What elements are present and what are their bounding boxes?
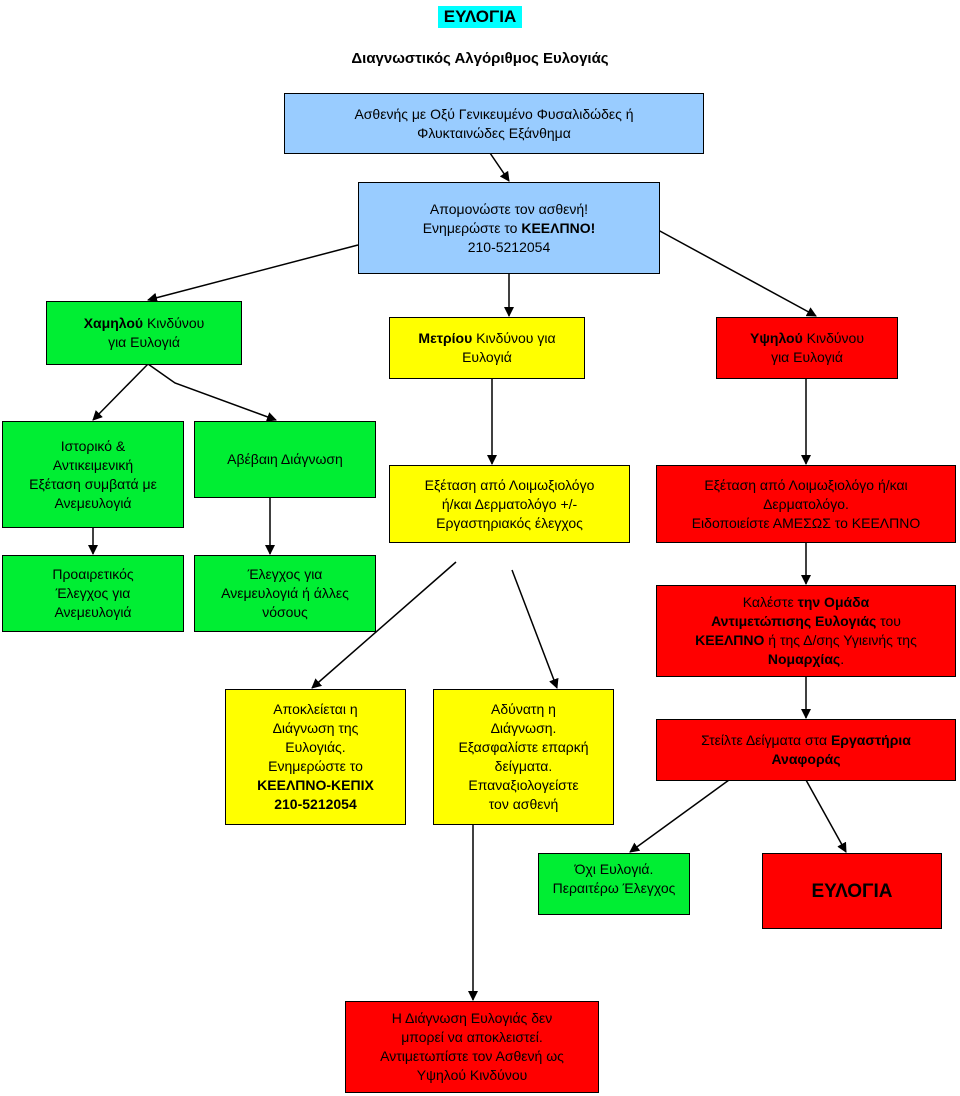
diagram-title: ΕΥΛΟΓΙΑ — [438, 6, 522, 28]
arrow-isolate-to-low — [147, 244, 359, 303]
node-excluded: Αποκλείεται η Διάγνωση της Ευλογιάς. Ενη… — [225, 689, 406, 825]
diagram-subtitle: Διαγνωστικός Αλγόριθμος Ευλογιάς — [351, 50, 609, 67]
node-impossible: Αδύνατη η Διάγνωση. Εξασφαλίστε επαρκή δ… — [433, 689, 614, 825]
arrow-samples-to-smallpox — [805, 779, 847, 853]
arrow-isolate-to-high — [657, 229, 817, 317]
node-start: Ασθενής με Οξύ Γενικευμένο Φυσαλιδώδες ή… — [284, 93, 704, 154]
node-uncertain-diagnosis: Αβέβαιη Διάγνωση — [194, 421, 376, 498]
node-smallpox: ΕΥΛΟΓΙΑ — [762, 853, 942, 929]
arrow-samples-to-not — [629, 779, 730, 853]
arrow-low-to-uncertain — [147, 363, 277, 422]
arrow-exam-to-excluded — [311, 561, 457, 689]
node-not-smallpox: Όχι Ευλογιά.Περαιτέρω Έλεγχος — [538, 853, 690, 915]
arrow-low-to-history — [92, 363, 149, 421]
arrow-start-to-isolate — [489, 152, 510, 182]
arrow-exam-to-impossible — [511, 569, 559, 689]
node-send-samples: Στείλτε Δείγματα στα Εργαστήρια Αναφοράς — [656, 719, 956, 781]
node-isolate: Απομονώστε τον ασθενή! Ενημερώστε το ΚΕΕ… — [358, 182, 660, 274]
node-call-team: Καλέστε την Ομάδα Αντιμετώπισης Ευλογιάς… — [656, 585, 956, 677]
